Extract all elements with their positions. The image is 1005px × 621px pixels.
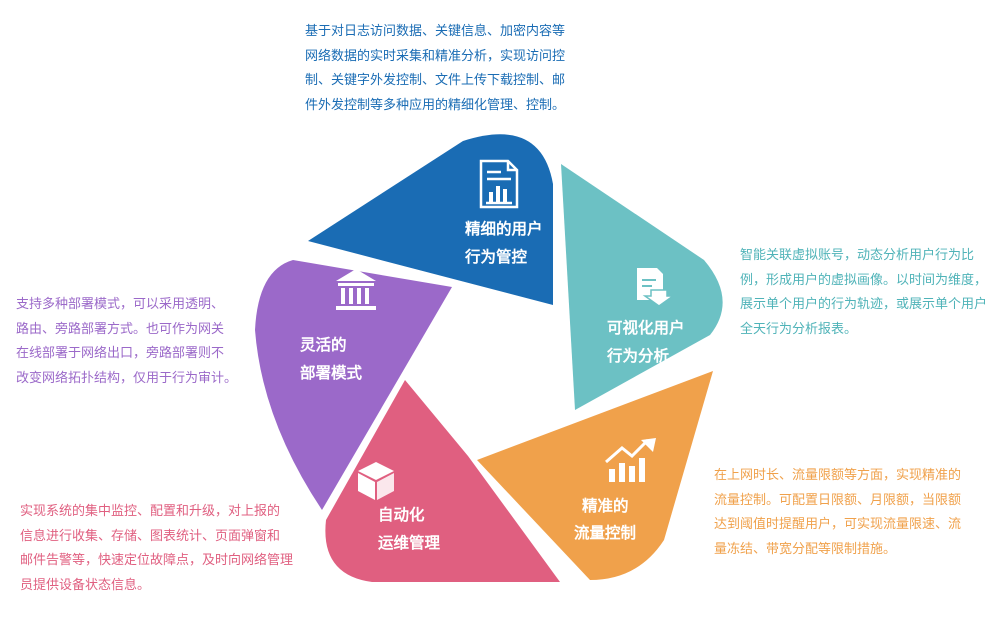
segment-behavior: 精细的用户 行为管控 (308, 134, 553, 305)
segment-traffic-title-line1: 精准的 (582, 496, 629, 515)
segment-visual: 可视化用户 行为分析 (561, 164, 723, 410)
description-visual-line: 展示单个用户的行为轨迹，或展示单个用户 (740, 297, 988, 312)
description-deploy-line: 支持多种部署模式，可以采用透明、 (16, 297, 225, 312)
segment-traffic-title-line2: 流量控制 (574, 523, 636, 542)
segment-ops-title-line2: 运维管理 (378, 533, 441, 552)
description-visual-line: 智能关联虚拟账号，动态分析用户行为比 (740, 248, 975, 263)
description-deploy: 支持多种部署模式，可以采用透明、 路由、旁路部署方式。也可作为网关 在线部署于网… (16, 293, 237, 391)
description-traffic-line: 流量控制。可配置日限额、月限额，当限额 (714, 492, 962, 508)
segment-traffic-shape (477, 371, 713, 580)
description-ops-line: 邮件告警等，快速定位故障点，及时向网络管理 (20, 553, 294, 568)
segment-behavior-title-line2: 行为管控 (464, 247, 528, 266)
description-behavior-line: 基于对日志访问数据、关键信息、加密内容等 (305, 24, 566, 39)
document-chart-icon (479, 159, 519, 209)
cube-icon (358, 462, 394, 500)
segment-behavior-shape (308, 134, 553, 305)
description-traffic-line: 量冻结、带宽分配等限制措施。 (714, 541, 897, 557)
segment-ops-shape (325, 380, 560, 582)
description-deploy-line: 路由、旁路部署方式。也可作为网关 (16, 321, 225, 337)
segment-deploy-title-line2: 部署模式 (300, 363, 363, 382)
bank-building-icon (336, 269, 376, 310)
segment-behavior-title-line1: 精细的用户 (465, 219, 543, 238)
segment-visual-title-line2: 行为分析 (606, 346, 670, 365)
description-ops-line: 信息进行收集、存储、图表统计、页面弹窗和 (20, 528, 281, 544)
segment-deploy-shape (255, 260, 452, 510)
segment-deploy-title-line1: 灵活的 (300, 335, 347, 354)
description-ops: 实现系统的集中监控、配置和升级，对上报的 信息进行收集、存储、图表统计、页面弹窗… (20, 500, 293, 598)
description-behavior-line: 件外发控制等多种应用的精细化管理、控制。 (305, 97, 566, 113)
description-visual: 智能关联虚拟账号，动态分析用户行为比 例，形成用户的虚拟画像。以时间为维度， 展… (740, 244, 987, 342)
description-deploy-line: 在线部署于网络出口，旁路部署则不 (16, 346, 225, 361)
segment-visual-title-line1: 可视化用户 (607, 318, 685, 337)
description-behavior-line: 制、关键字外发控制、文件上传下载控制、邮 (305, 73, 566, 88)
description-traffic-line: 达到阈值时提醒用户，可实现流量限速、流 (714, 517, 962, 532)
segment-ops: 自动化 运维管理 (325, 380, 560, 582)
description-behavior: 基于对日志访问数据、关键信息、加密内容等 网络数据的实时采集和精准分析，实现访问… (305, 20, 565, 118)
growth-chart-icon (605, 438, 656, 482)
description-behavior-line: 网络数据的实时采集和精准分析，实现访问控 (305, 48, 566, 64)
description-visual-line: 全天行为分析报表。 (740, 321, 858, 337)
description-ops-line: 实现系统的集中监控、配置和升级，对上报的 (20, 504, 281, 519)
segment-traffic: 精准的 流量控制 (477, 371, 713, 580)
description-deploy-line: 改变网络拓扑结构，仅用于行为审计。 (16, 370, 238, 386)
description-ops-line: 员提供设备状态信息。 (20, 577, 151, 593)
segment-ops-title-line1: 自动化 (378, 505, 425, 524)
segment-deploy: 灵活的 部署模式 (255, 260, 452, 510)
document-download-icon (637, 268, 676, 307)
description-traffic-line: 在上网时长、流量限额等方面，实现精准的 (714, 468, 962, 483)
description-visual-line: 例，形成用户的虚拟画像。以时间为维度， (740, 272, 988, 288)
description-traffic: 在上网时长、流量限额等方面，实现精准的 流量控制。可配置日限额、月限额，当限额 … (714, 464, 961, 562)
